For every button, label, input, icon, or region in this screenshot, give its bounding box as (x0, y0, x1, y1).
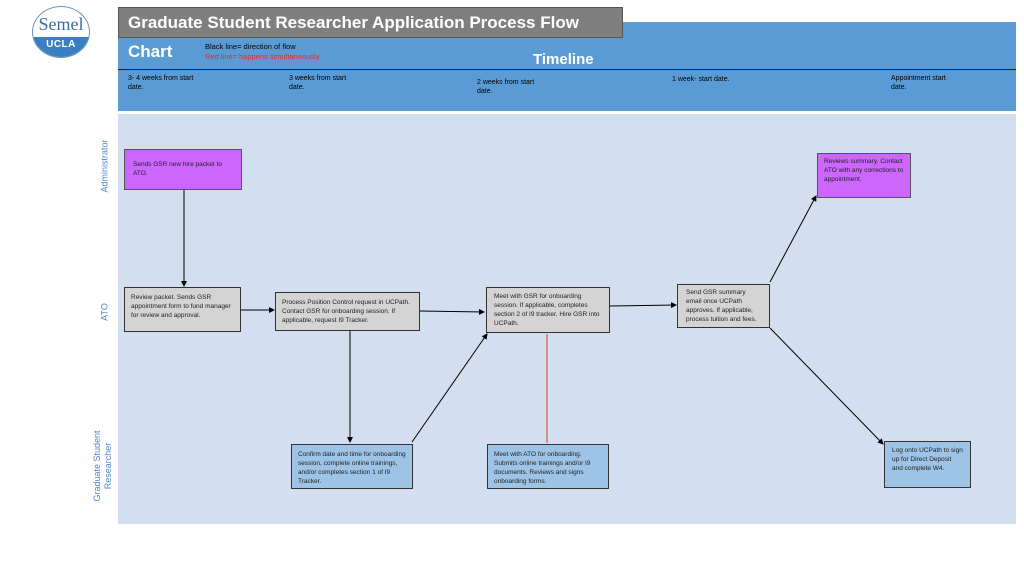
box-ato-process-position: Process Position Control request in UCPa… (275, 292, 420, 331)
timeline-2-weeks: 2 weeks from start date. (477, 79, 535, 95)
legend-red-line: Red line= happens simultaneously (205, 52, 320, 61)
page-title: Graduate Student Researcher Application … (118, 7, 623, 61)
timeline-3-4-weeks: 3- 4 weeks from start date. (128, 75, 194, 91)
box-ato-meet-gsr: Meet with GSR for onboarding session. If… (486, 287, 610, 333)
arrow-confirm-to-meet (411, 333, 488, 443)
legend-black-line: Black line= direction of flow (205, 42, 296, 51)
timeline-3-weeks: 3 weeks from start date. (289, 75, 347, 91)
timeline-rule (118, 69, 1016, 70)
box-gsr-log-onto-ucpath: Log onto UCPath to sign up for Direct De… (884, 441, 971, 488)
arrow-process-to-meet (419, 308, 485, 315)
arrow-summary-to-login (769, 327, 884, 445)
box-ato-review-packet: Review packet. Sends GSR appointment for… (124, 287, 241, 332)
box-gsr-confirm-session: Confirm date and time for onboarding ses… (291, 444, 413, 489)
box-ato-send-summary: Send GSR summary email once UCPath appro… (677, 284, 770, 328)
timeline-heading: Timeline (533, 51, 594, 68)
logo-bottom-text: UCLA (33, 37, 89, 57)
box-admin-review-summary: Reviews summary. Contact ATO with any co… (817, 153, 911, 198)
timeline-appointment-start: Appointment start date. (891, 75, 946, 91)
logo-top-text: Semel (38, 14, 84, 34)
semel-ucla-logo: Semel UCLA (32, 6, 90, 58)
timeline-1-week: 1 week- start date. (672, 76, 730, 83)
box-admin-send-packet: Sends GSR new hire packet to ATO. (124, 149, 242, 190)
arrow-meet-to-summary (609, 302, 677, 309)
box-gsr-meet-ato: Meet with ATO for onboarding. Submits on… (487, 444, 609, 489)
arrow-summary-to-admin-review (769, 195, 817, 283)
